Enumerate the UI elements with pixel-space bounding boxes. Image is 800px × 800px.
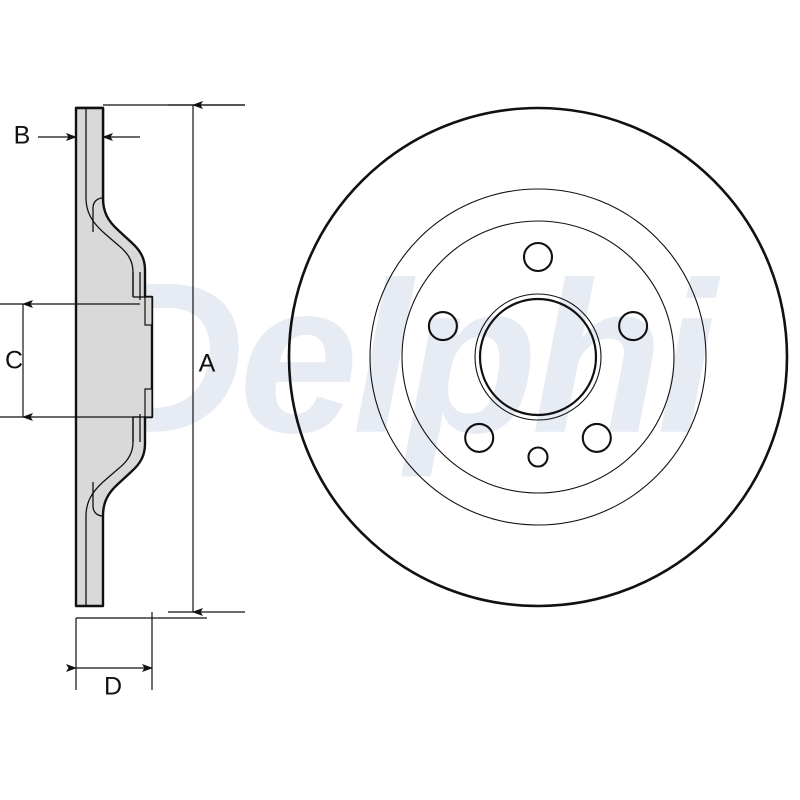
- rotor-face-view: [287, 106, 789, 608]
- hat-notch-upper: [92, 197, 104, 232]
- hat-inner-curve-lower: [85, 417, 134, 517]
- bolt-hole: [581, 422, 612, 453]
- hat-step-block-upper: [144, 296, 153, 326]
- dimension-b-label: B: [14, 122, 31, 150]
- centre-bore-outer-circle: [474, 293, 602, 421]
- bolt-hole: [618, 311, 649, 342]
- rotor-outer-edge-circle: [287, 106, 789, 608]
- dimension-c-label: C: [5, 347, 23, 375]
- rotor-hat-outer-circle: [401, 220, 675, 494]
- section-profile-outline: [74, 106, 154, 608]
- delphi-watermark: Delphi: [90, 237, 727, 478]
- dimension-a-label: A: [199, 350, 216, 378]
- dimension-b: [38, 104, 245, 141]
- dimension-c: [0, 300, 140, 421]
- hat-notch-lower: [92, 482, 104, 517]
- friction-band-inner-circle: [369, 188, 707, 526]
- disc-cross-section: [74, 106, 154, 608]
- locating-pin-hole: [527, 446, 549, 468]
- dimension-d-label: D: [104, 673, 122, 701]
- bolt-hole: [427, 311, 458, 342]
- hat-inner-curve-upper: [85, 197, 134, 297]
- dimension-d: [66, 612, 207, 690]
- bolt-hole: [522, 241, 554, 273]
- centre-bore-inner-circle: [478, 297, 598, 417]
- hat-step-block-lower: [144, 388, 153, 418]
- watermark-text: Delphi: [90, 237, 721, 478]
- bolt-hole: [464, 422, 495, 453]
